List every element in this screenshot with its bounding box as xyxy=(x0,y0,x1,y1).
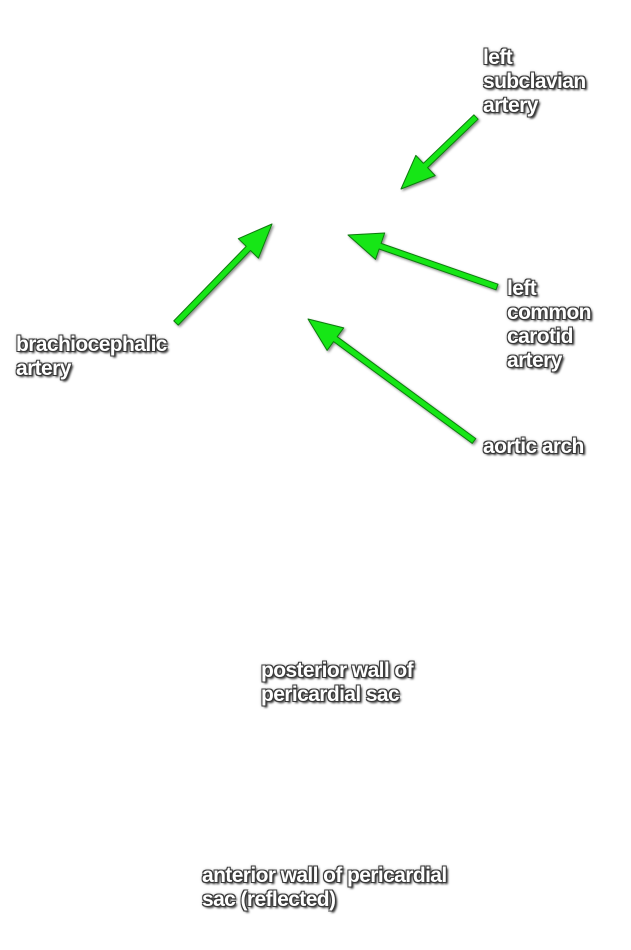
label-left-subclavian-artery: left subclavian artery xyxy=(483,46,586,117)
arrow-brachiocephalic-artery xyxy=(173,223,273,326)
label-brachiocephalic-artery: brachiocephalic artery xyxy=(16,333,167,380)
label-posterior-wall-of-pericardial-sac: posterior wall of pericardial sac xyxy=(261,659,414,706)
arrow-left-subclavian-artery xyxy=(400,114,479,190)
arrow-left-common-carotid-artery xyxy=(347,232,499,291)
label-anterior-wall-of-pericardial-sac: anterior wall of pericardial sac (reflec… xyxy=(202,864,447,911)
label-left-common-carotid-artery: left common carotid artery xyxy=(507,277,592,372)
arrow-aortic-arch xyxy=(307,318,477,444)
label-aortic-arch: aortic arch xyxy=(483,435,584,458)
